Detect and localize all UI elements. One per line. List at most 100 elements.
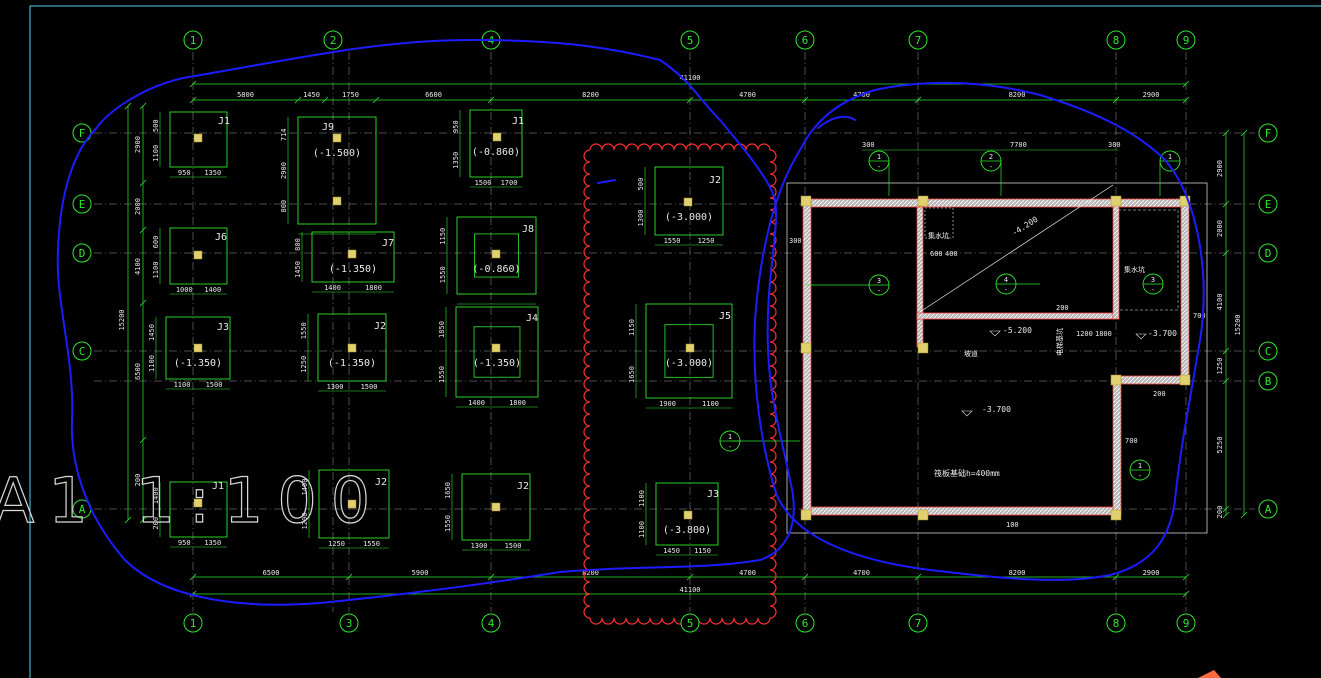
- axis-bubble-bottom: 3: [339, 613, 359, 633]
- drawing-frame: [29, 5, 1321, 678]
- footing-height-dim: 200: [152, 517, 160, 530]
- dim-1800: 1800: [1095, 330, 1112, 338]
- axis-label: C: [79, 345, 86, 358]
- dim-top: 2900: [1143, 91, 1160, 99]
- footing-width-dim: 1150: [694, 547, 711, 555]
- axis-label: C: [1265, 345, 1272, 358]
- axis-bubble-right: A: [1258, 499, 1278, 519]
- elev-mid-label: -5.200: [1003, 326, 1032, 335]
- elev-ramp-label: -4.200: [1010, 215, 1039, 238]
- dim-left: 200: [134, 474, 142, 487]
- footing-height-dim: 1100: [638, 490, 646, 507]
- axis-label: 2: [330, 34, 337, 47]
- footing-height-dim: 600: [152, 236, 160, 249]
- small-note-a: 集水坑: [928, 231, 949, 240]
- dim-left: 4100: [134, 258, 142, 275]
- footing-width-dim: 1800: [509, 399, 526, 407]
- dim-bottom: 4700: [853, 569, 870, 577]
- footing-label: J8: [522, 224, 534, 235]
- footing-height-dim: 1100: [152, 145, 160, 162]
- dim-bottom: 8200: [582, 569, 599, 577]
- footing-height-dim: 1200: [301, 513, 309, 530]
- footing-height-dim: 1550: [444, 515, 452, 532]
- dim-left: 2900: [134, 136, 142, 153]
- axis-bubble-top: 5: [680, 30, 700, 50]
- basement-column: [800, 509, 812, 521]
- footing-height-dim: 1650: [444, 482, 452, 499]
- footing-label: J2: [709, 175, 721, 186]
- dim-bottom: 6500: [263, 569, 280, 577]
- dim-bottom: 8200: [1009, 569, 1026, 577]
- dim-300-left: 300: [789, 237, 802, 245]
- section-mark-sheet: -: [989, 163, 993, 171]
- footing-height-dim: 1100: [638, 521, 646, 538]
- pen-stroke-dash: [597, 179, 616, 184]
- axis-bubble-top: 7: [908, 30, 928, 50]
- axis-label: 8: [1113, 34, 1120, 47]
- footing-height-dim: 714: [280, 129, 288, 142]
- footing-height-dim: 800: [280, 200, 288, 213]
- dim-top: 6600: [425, 91, 442, 99]
- basement-column: [1179, 195, 1191, 207]
- footing-width-dim: 1500: [361, 383, 378, 391]
- dim-right-total: 15200: [1234, 314, 1242, 335]
- section-mark-number: 3: [1151, 276, 1155, 284]
- basement-column: [917, 342, 929, 354]
- axis-bubble-right: E: [1258, 194, 1278, 214]
- footing-height-dim: 1550: [300, 322, 308, 339]
- dim-right: 2000: [1216, 220, 1224, 237]
- footing-elevation: (-0.860): [472, 147, 520, 158]
- axis-label: E: [1265, 198, 1272, 211]
- section-mark: 1-: [1129, 459, 1151, 481]
- footing-label: J3: [707, 489, 719, 500]
- section-mark: 3-: [1142, 273, 1164, 295]
- footing-width-dim: 1500: [505, 542, 522, 550]
- axis-label: 4: [488, 617, 495, 630]
- footing-height-dim: 1150: [439, 228, 447, 245]
- axis-label: 8: [1113, 617, 1120, 630]
- dim-top: 5800: [237, 91, 254, 99]
- axis-label: F: [1265, 127, 1272, 140]
- dim-right: 200: [1216, 506, 1224, 519]
- axis-bubble-right: D: [1258, 243, 1278, 263]
- sheet-scale-overlay: A1 1:100: [0, 464, 384, 537]
- axis-bubble-left: C: [72, 341, 92, 361]
- footing-width-dim: 1350: [204, 169, 221, 177]
- footing-label: J2: [517, 481, 529, 492]
- basement-column: [917, 509, 929, 521]
- footing-label: J2: [374, 321, 386, 332]
- axis-bubble-bottom: 6: [795, 613, 815, 633]
- footing-label: J1: [218, 116, 230, 127]
- section-mark-number: 1: [1168, 153, 1172, 161]
- axis-bubble-right: B: [1258, 371, 1278, 391]
- pen-loop-left: [56, 38, 795, 606]
- footing-height-dim: 1350: [452, 152, 460, 169]
- basement-column: [1110, 509, 1122, 521]
- footing-width-dim: 1400: [204, 286, 221, 294]
- footing-height-dim: 1150: [628, 319, 636, 336]
- section-mark-number: 1: [877, 153, 881, 161]
- footing-elevation: (-1.350): [174, 358, 222, 369]
- pen-stroke-small: [817, 115, 856, 129]
- footing-height-dim: 1550: [438, 366, 446, 383]
- footing-width-dim: 1250: [328, 540, 345, 548]
- footing-width-dim: 1500: [206, 381, 223, 389]
- footing-width-dim: 1250: [698, 237, 715, 245]
- footing-width-dim: 1300: [471, 542, 488, 550]
- footing-height-dim: 1650: [628, 366, 636, 383]
- footing-label: J4: [526, 313, 538, 324]
- axis-label: 9: [1183, 617, 1190, 630]
- footing-elevation: (-1.350): [329, 264, 377, 275]
- axis-bubble-top: 8: [1106, 30, 1126, 50]
- footing-label: J6: [215, 232, 227, 243]
- footing-width-dim: 1400: [324, 284, 341, 292]
- section-mark: 1-: [868, 150, 890, 172]
